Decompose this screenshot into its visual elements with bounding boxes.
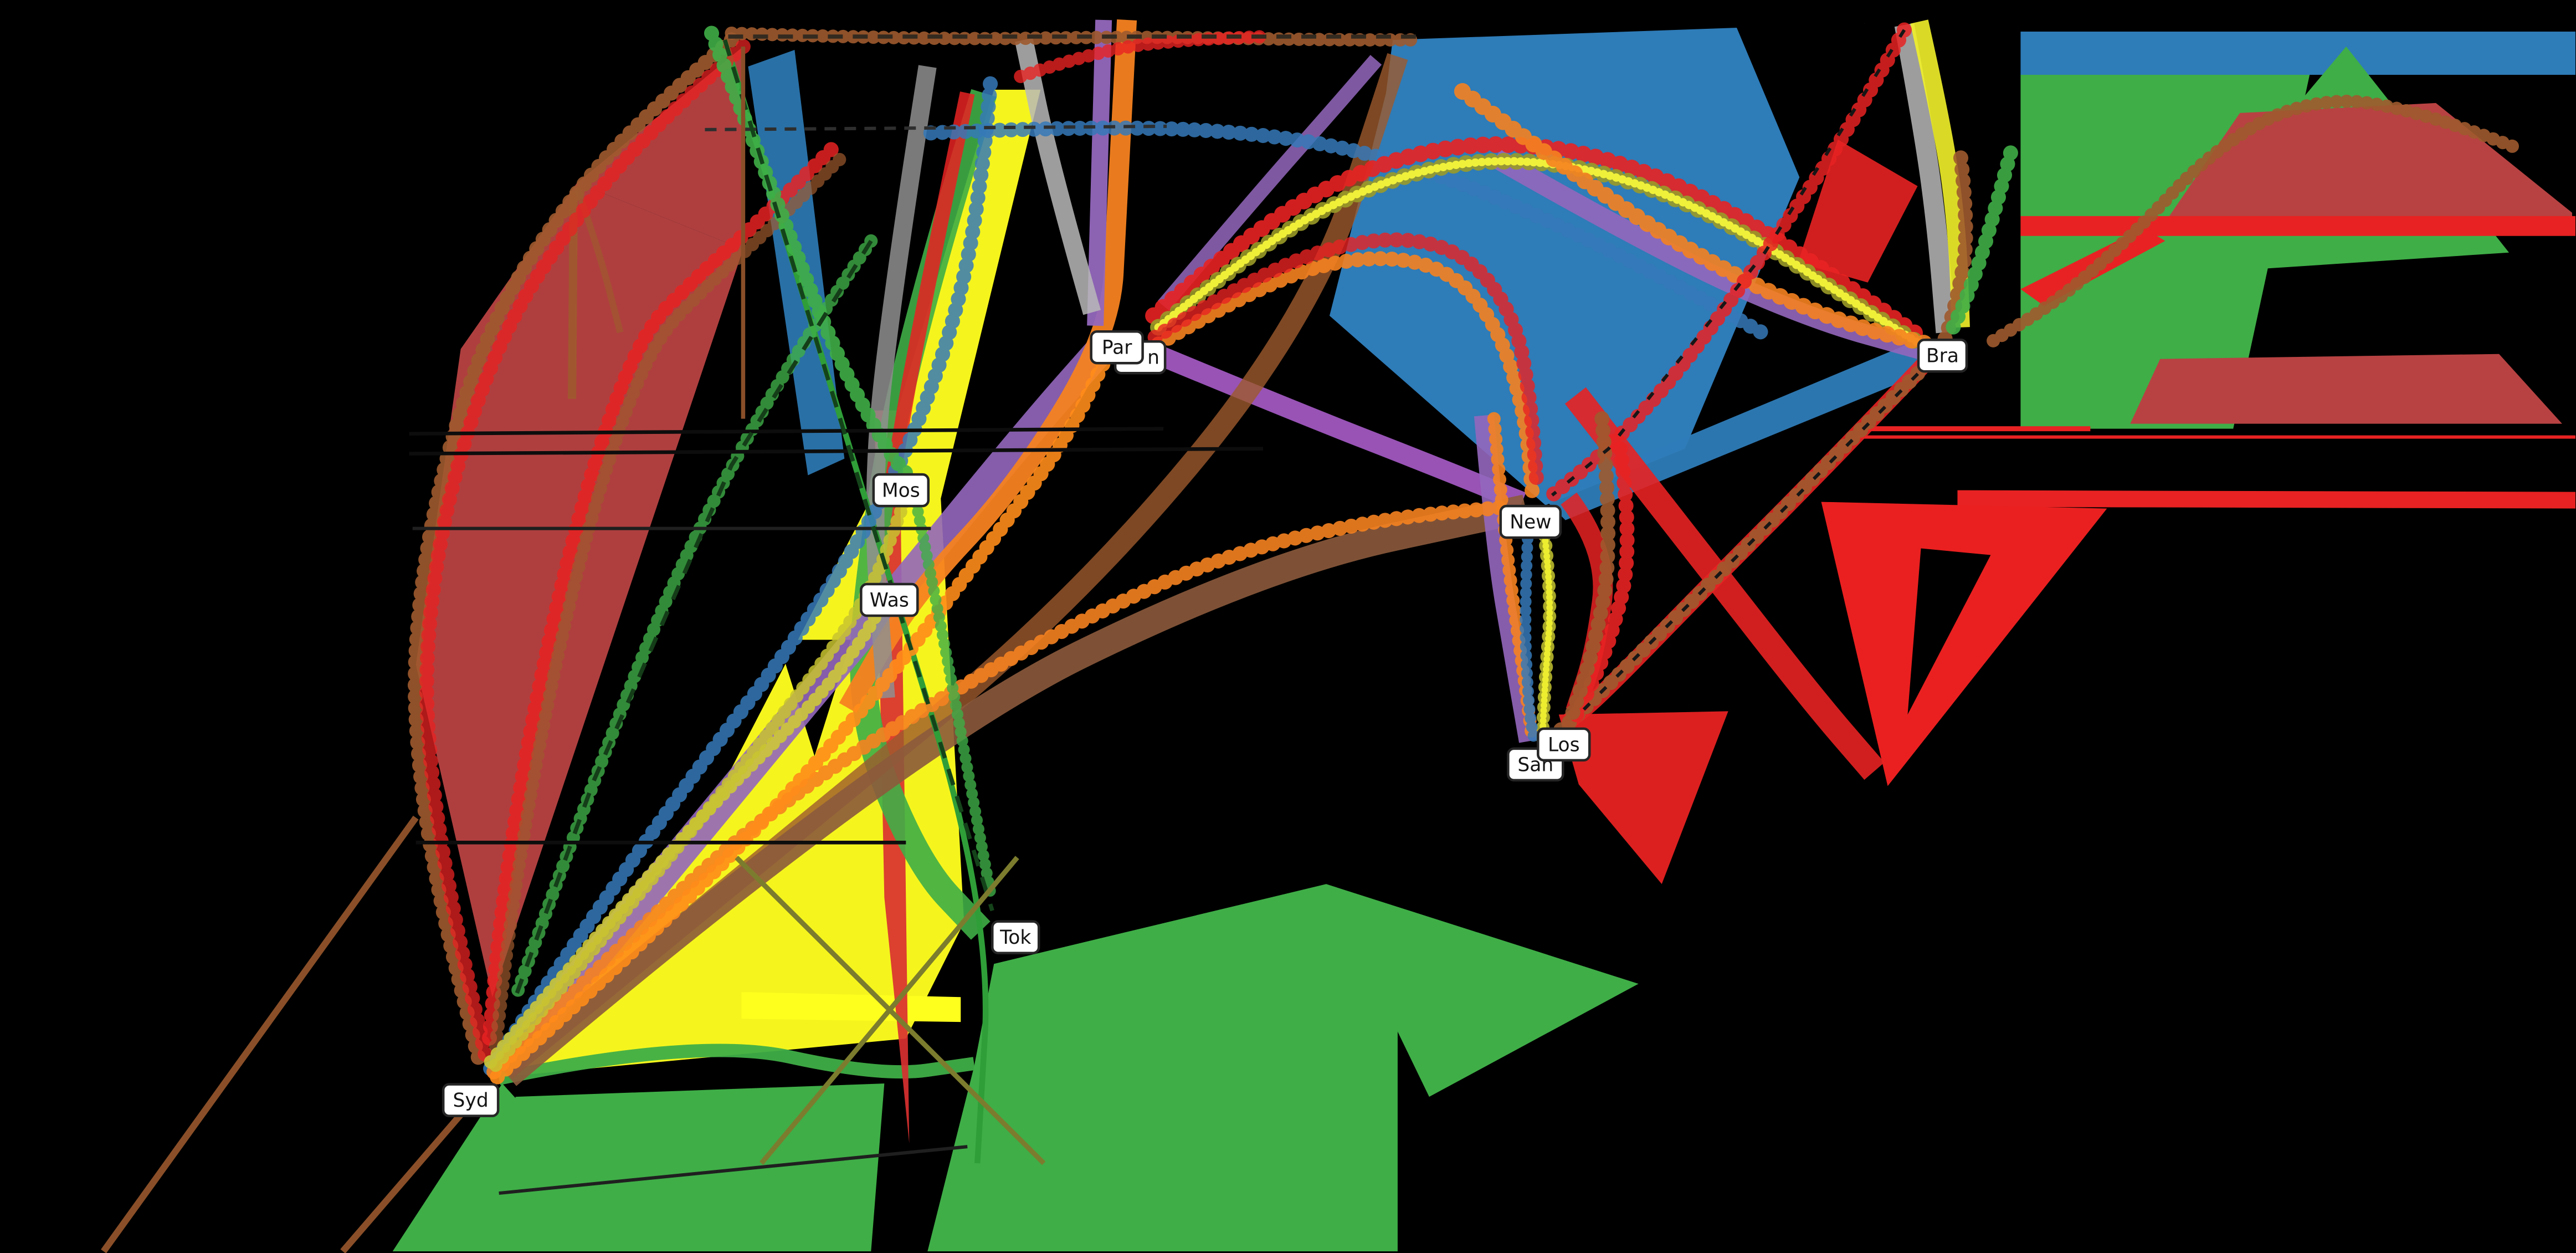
node-label-new: New [1499,504,1562,539]
orange-band-par-vertical [839,19,1137,713]
green-band-syd-tok [497,1044,975,1085]
fill-red-band-mid-right [1957,490,2575,509]
fill-darkred-trapezoid-1 [2157,103,2572,234]
chain-brown-new-los [1564,411,1616,722]
fill-red-wing-above-bra [1798,139,1918,283]
red-band-new-wedge [1564,387,1885,780]
node-label-box [991,920,1040,954]
fill-darkred-trapezoid-2 [2130,354,2562,424]
node-label-par: Par [1090,330,1144,365]
node-label-was: Was [860,582,919,617]
chain-orange-syd-par [490,348,1115,1085]
node-label-text: Mos [882,480,920,502]
fill-green-mass-tok [927,884,1398,1252]
olive-x-line-2 [759,856,1019,1165]
fill-darkred-wedge-left-top [577,46,743,249]
fill-green-mass-syd-2 [499,1083,885,1252]
chain-green-mos-tok [906,479,997,900]
chain-red-top-corner [1014,29,1274,83]
chain-blue-syd-up [483,72,998,1076]
violet-band-par-new [1156,346,1526,512]
fill-red-patch-los [1558,711,1728,884]
chain-green-to-bra [1943,145,2018,340]
chain-brown-t1-syd [407,32,739,1068]
node-label-box [872,473,930,508]
dark-line-diag-green [499,1145,968,1195]
fill-blue-band-top-right [2020,31,2575,75]
chain-yellow-new-san [1538,512,1553,745]
node-label-box [442,1083,500,1117]
purple-band-par-t2 [1157,55,1382,311]
chain-yellow-ring-par-bra [1154,157,1927,350]
silver-band-par-up [1015,38,1101,315]
yellow-band-t3-bra [1910,19,1970,328]
node-label-box [1499,504,1562,539]
node-label-text: Was [870,590,909,612]
fill-black-notch-red-wedge [1907,548,1991,715]
fill-green-pennant [1326,884,1639,1097]
node-label-box [1090,330,1144,365]
chain-red-t3-new [1544,22,1912,503]
fill-red-band-top-right [2020,216,2575,236]
chain-brown-vertical-bra [1933,150,1973,360]
red-band-mos [884,91,975,490]
brown-line-corner-2 [340,1091,482,1253]
chain-red-par-new [1147,232,1545,497]
node-label-syd: Syd [442,1083,500,1117]
dark-dash-h-top-mid [705,124,1167,131]
node-label-mos: Mos [872,473,930,508]
chain-orange-par-new [1151,251,1540,500]
chain-blue-new-san [1520,506,1540,744]
dark-dash-bra-san [1577,356,1936,716]
chain-khaki-syd-mos [489,495,911,1072]
node-label-bra: Bra [1917,338,1968,373]
chain-sienna-firebrick-diag [489,152,846,1054]
purple-band-par-vertical [1087,19,1112,326]
dark-line-h2 [409,447,1264,456]
chain-orange-syd-new [486,499,1517,1080]
fill-red-wedge [1821,502,2107,786]
node-label-box [1537,727,1591,762]
node-label-tok: Tok [991,920,1040,954]
chain-red-new-los [1568,441,1635,725]
node-label-text: n [1147,347,1159,369]
node-label-los: Los [1537,727,1591,762]
node-label-text: Tok [999,927,1031,949]
node-label-text: Los [1548,734,1580,756]
chain-brown-right-to-bra [1984,94,2519,349]
fill-black-notch-blue [1735,23,1865,190]
node-label-box [860,582,919,617]
node-label-text: Par [1102,337,1132,359]
dark-line-h1 [409,427,1164,436]
chain-red-t1-syd [419,39,751,1071]
brown-band-syd-new [498,494,1529,1086]
silver-band-t3-bra [1894,23,1956,334]
node-label-text: Syd [453,1090,489,1112]
dark-dash-green-t1-tok [722,39,994,912]
chain-red-firebrick-diag [481,142,839,1051]
dark-dash-green-to-syd [514,239,873,998]
brown-line-corner-1 [101,815,419,1253]
node-label-text: Bra [1926,345,1959,367]
chain-orange-to-bra [1454,83,1936,352]
node-label-text: New [1510,512,1551,534]
fill-yellow-band-tok [741,992,961,1022]
node-label-box [1917,338,1968,373]
purple-band-new-san [1474,415,1539,743]
